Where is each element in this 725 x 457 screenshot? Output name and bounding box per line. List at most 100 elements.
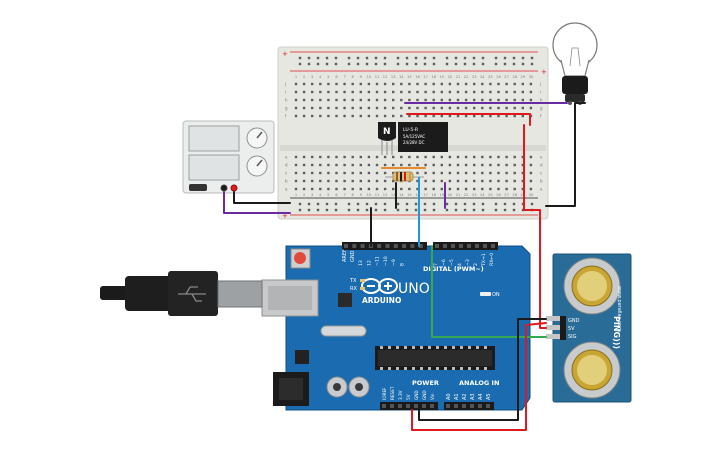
breadboard-hole[interactable] bbox=[505, 163, 508, 167]
breadboard-hole[interactable] bbox=[359, 82, 362, 86]
rail-hole[interactable] bbox=[325, 62, 329, 66]
breadboard-hole[interactable] bbox=[432, 187, 435, 191]
breadboard-hole[interactable] bbox=[521, 82, 524, 86]
breadboard-hole[interactable] bbox=[432, 98, 435, 102]
rail-hole[interactable] bbox=[298, 62, 302, 66]
header-hole[interactable] bbox=[483, 244, 487, 248]
breadboard-hole[interactable] bbox=[456, 114, 460, 118]
breadboard-hole[interactable] bbox=[481, 90, 484, 94]
breadboard-hole[interactable] bbox=[311, 106, 314, 110]
breadboard-hole[interactable] bbox=[294, 171, 298, 175]
breadboard-hole[interactable] bbox=[302, 98, 306, 102]
breadboard-hole[interactable] bbox=[456, 155, 460, 159]
breadboard-hole[interactable] bbox=[319, 114, 322, 118]
breadboard-hole[interactable] bbox=[294, 98, 298, 102]
breadboard-hole[interactable] bbox=[392, 82, 395, 86]
breadboard-hole[interactable] bbox=[489, 114, 492, 118]
breadboard-hole[interactable] bbox=[473, 90, 476, 94]
breadboard-hole[interactable] bbox=[392, 163, 395, 167]
header-hole[interactable] bbox=[451, 244, 455, 248]
breadboard-hole[interactable] bbox=[335, 171, 338, 175]
reset-button[interactable] bbox=[294, 252, 306, 264]
rail-hole[interactable] bbox=[494, 208, 498, 212]
breadboard-hole[interactable] bbox=[416, 171, 419, 175]
bulb-terminal-1[interactable] bbox=[568, 101, 572, 105]
breadboard-hole[interactable] bbox=[440, 179, 443, 183]
rail-hole[interactable] bbox=[396, 208, 400, 212]
breadboard-hole[interactable] bbox=[311, 90, 314, 94]
breadboard-hole[interactable] bbox=[521, 90, 524, 94]
breadboard-hole[interactable] bbox=[294, 155, 298, 159]
rail-hole[interactable] bbox=[481, 56, 485, 60]
breadboard-hole[interactable] bbox=[302, 163, 306, 167]
header-hole[interactable] bbox=[462, 404, 466, 408]
rail-hole[interactable] bbox=[530, 62, 534, 66]
breadboard-hole[interactable] bbox=[359, 163, 362, 167]
breadboard-hole[interactable] bbox=[302, 179, 306, 183]
breadboard-hole[interactable] bbox=[456, 171, 460, 175]
header-hole[interactable] bbox=[385, 244, 390, 248]
rail-hole[interactable] bbox=[307, 202, 311, 206]
breadboard-hole[interactable] bbox=[440, 114, 443, 118]
breadboard-hole[interactable] bbox=[327, 114, 330, 118]
breadboard-hole[interactable] bbox=[424, 155, 427, 159]
breadboard-hole[interactable] bbox=[505, 90, 508, 94]
header-hole[interactable] bbox=[475, 244, 479, 248]
breadboard-hole[interactable] bbox=[343, 163, 346, 167]
breadboard-hole[interactable] bbox=[497, 187, 500, 191]
breadboard-hole[interactable] bbox=[367, 163, 371, 167]
rail-hole[interactable] bbox=[472, 56, 476, 60]
breadboard-hole[interactable] bbox=[456, 90, 460, 94]
usb-cable[interactable] bbox=[100, 271, 263, 316]
breadboard-hole[interactable] bbox=[327, 179, 330, 183]
rail-hole[interactable] bbox=[481, 208, 485, 212]
breadboard-hole[interactable] bbox=[302, 155, 306, 159]
breadboard-hole[interactable] bbox=[392, 187, 395, 191]
breadboard-hole[interactable] bbox=[529, 187, 533, 191]
header-hole[interactable] bbox=[344, 244, 348, 248]
header-hole[interactable] bbox=[446, 404, 450, 408]
breadboard-hole[interactable] bbox=[440, 90, 443, 94]
breadboard-hole[interactable] bbox=[529, 90, 533, 94]
breadboard-hole[interactable] bbox=[497, 171, 500, 175]
header-hole[interactable] bbox=[467, 244, 471, 248]
breadboard-hole[interactable] bbox=[505, 179, 508, 183]
breadboard-hole[interactable] bbox=[335, 163, 338, 167]
breadboard-hole[interactable] bbox=[529, 106, 533, 110]
breadboard-hole[interactable] bbox=[375, 90, 379, 94]
rail-hole[interactable] bbox=[307, 208, 311, 212]
breadboard-hole[interactable] bbox=[335, 114, 338, 118]
breadboard-hole[interactable] bbox=[448, 106, 452, 110]
rail-hole[interactable] bbox=[347, 62, 351, 66]
breadboard-hole[interactable] bbox=[400, 187, 403, 191]
breadboard-hole[interactable] bbox=[432, 179, 435, 183]
header-hole[interactable] bbox=[459, 244, 463, 248]
rail-hole[interactable] bbox=[365, 56, 369, 60]
breadboard-hole[interactable] bbox=[513, 106, 516, 110]
breadboard-hole[interactable] bbox=[319, 171, 322, 175]
rail-hole[interactable] bbox=[512, 202, 516, 206]
breadboard-hole[interactable] bbox=[448, 98, 452, 102]
breadboard-hole[interactable] bbox=[319, 82, 322, 86]
breadboard-hole[interactable] bbox=[481, 171, 484, 175]
breadboard-hole[interactable] bbox=[513, 98, 516, 102]
rail-hole[interactable] bbox=[325, 202, 329, 206]
rail-hole[interactable] bbox=[307, 56, 311, 60]
breadboard-hole[interactable] bbox=[343, 114, 346, 118]
breadboard-hole[interactable] bbox=[489, 179, 492, 183]
breadboard-hole[interactable] bbox=[489, 106, 492, 110]
breadboard-hole[interactable] bbox=[440, 187, 443, 191]
breadboard-hole[interactable] bbox=[521, 187, 524, 191]
output-switch[interactable] bbox=[189, 184, 207, 191]
breadboard-hole[interactable] bbox=[432, 163, 435, 167]
breadboard-hole[interactable] bbox=[392, 155, 395, 159]
breadboard-hole[interactable] bbox=[481, 106, 484, 110]
breadboard-hole[interactable] bbox=[351, 179, 354, 183]
breadboard-hole[interactable] bbox=[311, 82, 314, 86]
breadboard-hole[interactable] bbox=[335, 106, 338, 110]
breadboard-hole[interactable] bbox=[416, 82, 419, 86]
rail-hole[interactable] bbox=[530, 202, 534, 206]
breadboard-hole[interactable] bbox=[432, 90, 435, 94]
rail-hole[interactable] bbox=[503, 202, 507, 206]
breadboard-hole[interactable] bbox=[424, 179, 427, 183]
